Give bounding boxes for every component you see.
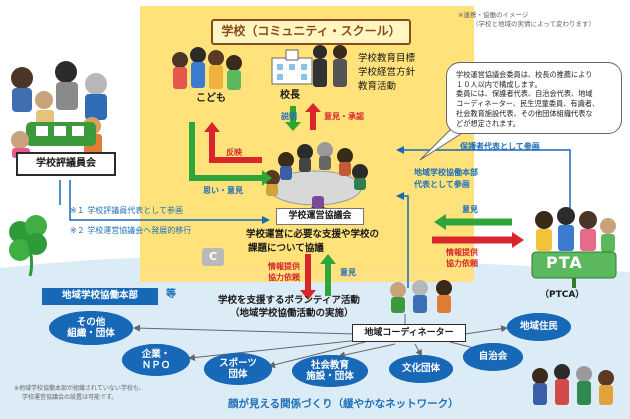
- bubble-line-1: 学校運営協議会委員は、校長の推薦により: [456, 70, 593, 79]
- pta-people-illustration: [535, 207, 616, 252]
- meeting-illustration: [264, 142, 368, 220]
- center-iken-label: 意見: [340, 268, 356, 277]
- school-title-banner: 学校（コミュニティ・スクール）: [211, 19, 411, 45]
- council-task-1: 学校運営に必要な支援や学校の: [246, 229, 380, 240]
- note-1: ※１ 学校評議員代表として参画: [70, 206, 184, 215]
- school-building-illustration: [271, 49, 313, 85]
- arrow-omoi: [189, 122, 262, 181]
- honbu-rep-connector: [396, 192, 409, 288]
- hyogiin-box: 学校評議員会: [16, 152, 116, 176]
- header-note-2: （学校と地域の実情によって変わります）: [472, 20, 595, 28]
- omoi-iken-label: 思い・意見: [203, 186, 243, 195]
- group-kigyo: 企業・ＮＰＯ: [122, 344, 190, 376]
- council-label: 学校運営協議会: [288, 211, 352, 222]
- bubble-line-4: コーディネーター、民生児童委員、有識者、: [456, 99, 600, 109]
- honbu-rep-2: 代表として参画: [414, 180, 470, 189]
- footer-title: 顔が見える関係づくり（緩やかなネットワーク）: [228, 398, 459, 410]
- clover-illustration: [9, 215, 47, 277]
- hyogiin-label: 学校評議員会: [36, 158, 96, 170]
- group-shakai: 社会教育施設・団体: [292, 355, 368, 387]
- volunteer-2: （地域学校協働活動の実施）: [230, 308, 354, 319]
- bubble-line-5: 社会教育施設代表、その他団体組織代表な: [456, 108, 593, 118]
- residents-illustration: [532, 364, 614, 405]
- principal-illustration: [313, 45, 347, 87]
- footnote-2: 学校運営協議会の設置は可能です。: [22, 394, 118, 401]
- center-joho-2: 協力依頼: [268, 273, 300, 282]
- note-2: ※２ 学校運営協議会へ発展的移行: [70, 226, 192, 235]
- coordinator-box: 地域コーディネーター: [352, 324, 466, 342]
- right-joho-2: 協力依頼: [446, 259, 478, 268]
- honbu-to: 等: [166, 289, 176, 300]
- group-chiiki: 地域住民: [507, 313, 571, 341]
- setsumei-label: 説明: [281, 112, 297, 121]
- bubble-line-6: どが想定されます。: [456, 118, 520, 128]
- hogosha-connector: [396, 146, 571, 208]
- right-joho-1: 情報提供: [446, 248, 478, 257]
- honbu-label: 地域学校協働本部: [61, 290, 138, 302]
- bubble-line-3: 委員には、保護者代表、自治会代表、地域: [456, 89, 593, 99]
- group-bunka: 文化団体: [389, 355, 453, 383]
- ptca-label: （PTCA）: [540, 290, 585, 300]
- kids-illustration: [172, 47, 242, 90]
- hogosha-label: 保護者代表として参画: [460, 142, 540, 151]
- pta-label: PTA: [546, 253, 583, 272]
- arrow-hanei: [209, 132, 262, 163]
- left-people-illustration: [11, 61, 107, 158]
- center-joho-1: 情報提供: [268, 262, 300, 271]
- council-members-bubble: 学校運営協議会委員は、校長の推薦により １０人以内で構成します。 委員には、保護…: [446, 62, 622, 134]
- coordinator-label: 地域コーディネーター: [364, 327, 454, 338]
- honbu-box: 地域学校協働本部: [42, 288, 158, 305]
- group-sonota: その他組織・団体: [49, 311, 133, 345]
- right-iken-label: 意見: [462, 205, 478, 214]
- council-label-box: 学校運営協議会: [276, 208, 364, 225]
- hyogiin-connector: [69, 180, 270, 224]
- group-sports: スポーツ団体: [204, 353, 272, 385]
- goal-3: 教育活動: [358, 81, 397, 92]
- council-task-2: 課題について協議: [248, 243, 324, 254]
- goal-2: 学校経営方針: [358, 67, 416, 78]
- principal-label: 校長: [280, 90, 300, 101]
- volunteer-people-illustration: [390, 280, 452, 313]
- corner-badge: C: [202, 248, 224, 266]
- hanei-label: 反映: [226, 148, 242, 157]
- bubble-line-2: １０人以内で構成します。: [456, 79, 542, 89]
- header-note-1: ※連携・協働のイメージ: [458, 11, 529, 19]
- iken-shonin-label: 意見・承認: [324, 112, 364, 121]
- honbu-rep-1: 地域学校協働本部: [414, 168, 478, 177]
- goal-1: 学校教育目標: [358, 53, 416, 64]
- school-title: 学校（コミュニティ・スクール）: [221, 24, 401, 39]
- group-jichikai: 自治会: [463, 343, 523, 371]
- footnote-1: ※地域学校協働本部が組織されていない学校も、: [14, 385, 145, 392]
- volunteer-1: 学校を支援するボランティア活動: [218, 295, 360, 306]
- kodomo-label: こども: [196, 93, 226, 104]
